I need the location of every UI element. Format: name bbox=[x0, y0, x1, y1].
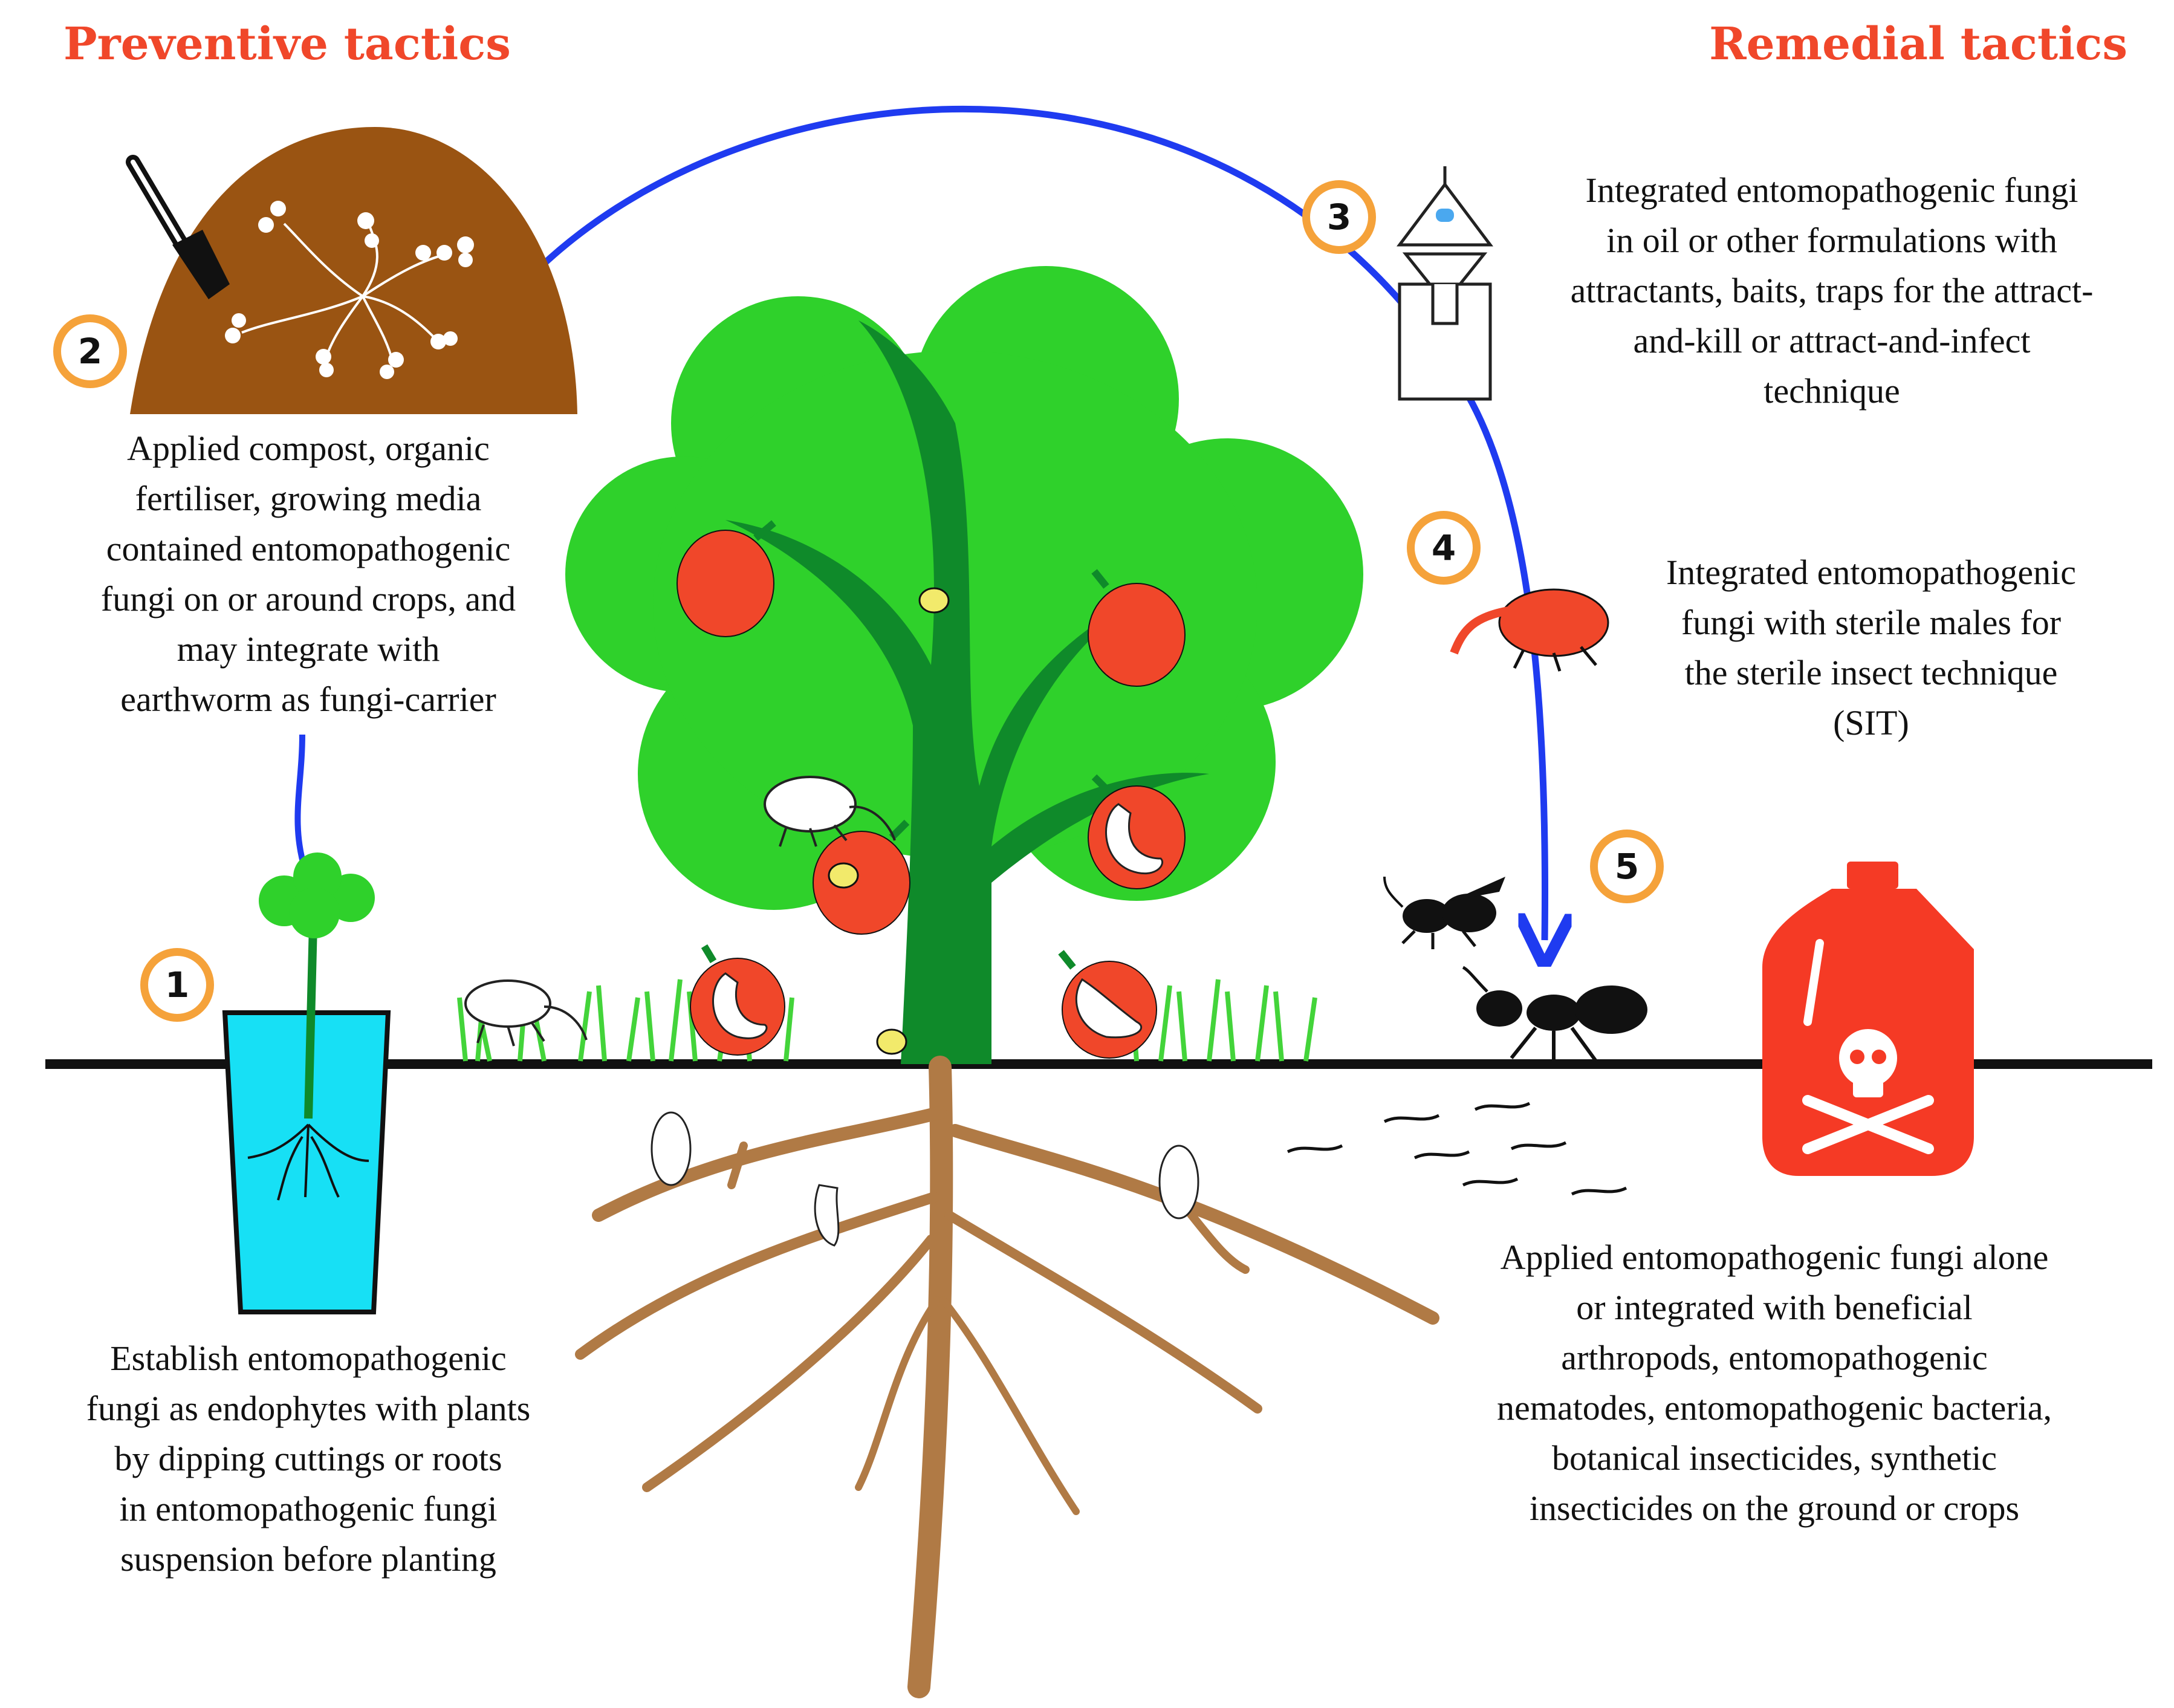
pupa-icon bbox=[1075, 978, 1143, 1039]
roots bbox=[575, 1056, 1439, 1698]
step-5-description: Applied entomopathogenic fungi alone or … bbox=[1409, 1232, 2140, 1533]
nematode-icon bbox=[1287, 1102, 1627, 1196]
compost-mound-icon bbox=[126, 127, 577, 414]
trunk bbox=[725, 320, 1209, 1064]
step-3-line: attractants, baits, traps for the attrac… bbox=[1570, 271, 2094, 310]
step-5-line: botanical insecticides, synthetic bbox=[1551, 1438, 1997, 1478]
step-4-description: Integrated entomopathogenic fungi with s… bbox=[1584, 547, 2158, 748]
step-3-description: Integrated entomopathogenic fungi in oil… bbox=[1493, 165, 2170, 416]
root-pupae bbox=[651, 1111, 1199, 1247]
step-4-line: fungi with sterile males for bbox=[1681, 603, 2062, 642]
spore-icon bbox=[828, 587, 950, 1055]
remedial-heading: Remedial tactics bbox=[1709, 18, 2127, 70]
preventive-heading: Preventive tactics bbox=[63, 18, 511, 70]
step-3-badge: 3 bbox=[1302, 180, 1376, 254]
step-1-line: fungi as endophytes with plants bbox=[86, 1389, 531, 1428]
step-1-description: Establish entomopathogenic fungi as endo… bbox=[36, 1333, 580, 1584]
step-5-line: arthropods, entomopathogenic bbox=[1561, 1338, 1988, 1377]
step-1-line: by dipping cuttings or roots bbox=[114, 1439, 502, 1478]
step-1-line: Establish entomopathogenic bbox=[110, 1339, 507, 1378]
step-4-badge: 4 bbox=[1407, 511, 1481, 585]
red-weevil-icon bbox=[1450, 588, 1609, 672]
step-1-line: in entomopathogenic fungi bbox=[119, 1489, 498, 1528]
step-3-line: technique bbox=[1764, 371, 1900, 411]
step-4-line: (SIT) bbox=[1833, 703, 1909, 742]
ant-icon bbox=[1462, 966, 1647, 1062]
step-2-line: contained entomopathogenic bbox=[106, 529, 511, 568]
step-1-line: suspension before planting bbox=[120, 1539, 496, 1579]
wasp-icon bbox=[1383, 876, 1505, 949]
step-4-line: the sterile insect technique bbox=[1684, 653, 2058, 692]
skull-crossbones-icon bbox=[1802, 1029, 1934, 1154]
step-2-line: may integrate with bbox=[177, 629, 440, 669]
step-2-line: fertiliser, growing media bbox=[135, 479, 482, 518]
step-4-line: Integrated entomopathogenic bbox=[1666, 553, 2077, 592]
step-3-line: and-kill or attract-and-infect bbox=[1633, 321, 2031, 360]
fruit-stems bbox=[701, 520, 1109, 970]
larva-icon bbox=[712, 803, 1163, 1039]
step-5-badge: 5 bbox=[1590, 830, 1664, 903]
step-2-badge: 2 bbox=[53, 314, 127, 388]
step-3-line: in oil or other formulations with bbox=[1606, 221, 2057, 260]
step-5-line: insecticides on the ground or crops bbox=[1529, 1489, 2020, 1528]
poison-bottle-icon bbox=[1762, 862, 1974, 1176]
weevil-icon bbox=[764, 776, 896, 847]
ground-weevil-icon bbox=[464, 979, 588, 1047]
shovel-icon bbox=[126, 155, 230, 299]
step-3-line: Integrated entomopathogenic fungi bbox=[1585, 170, 2078, 210]
step-2-description: Applied compost, organic fertiliser, gro… bbox=[36, 423, 580, 724]
step-5-line: Applied entomopathogenic fungi alone bbox=[1500, 1238, 2049, 1277]
step-5-line: nematodes, entomopathogenic bacteria, bbox=[1497, 1388, 2052, 1427]
cycle-arrow bbox=[530, 106, 1545, 940]
step-2-line: fungi on or around crops, and bbox=[100, 579, 516, 619]
grass-icon bbox=[457, 979, 1317, 1062]
trap-icon bbox=[1397, 166, 1493, 401]
step-2-line: earthworm as fungi-carrier bbox=[120, 680, 496, 719]
step-1-badge: 1 bbox=[140, 948, 214, 1022]
seedling-icon bbox=[247, 852, 375, 1201]
step-2-line: Applied compost, organic bbox=[127, 429, 490, 468]
tree-icon bbox=[565, 266, 1363, 1064]
compost-to-seedling-connector bbox=[294, 734, 308, 872]
step-5-line: or integrated with beneficial bbox=[1576, 1288, 1973, 1327]
spore-cluster bbox=[225, 201, 474, 379]
